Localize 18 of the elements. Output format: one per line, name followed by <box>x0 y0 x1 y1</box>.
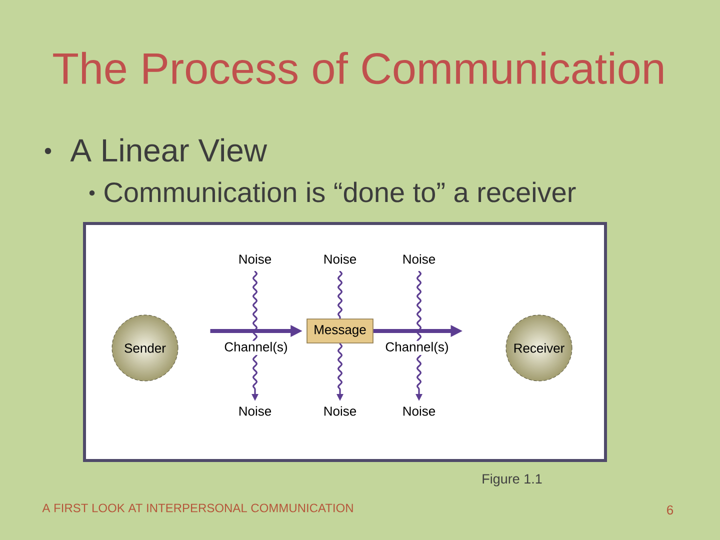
noise-label: Noise <box>239 254 272 264</box>
page-number: 6 <box>667 505 674 515</box>
bullet-text: A Linear View <box>70 138 268 162</box>
figure-caption: Figure 1.1 <box>482 474 542 486</box>
bullet-text: Communication is “done to” a receiver <box>104 182 576 202</box>
edge-label: Channel(s) <box>384 340 450 356</box>
wavy-line <box>338 270 342 319</box>
sphere-node: Sender <box>112 314 178 382</box>
footer-text: A FIRST LOOK AT INTERPERSONAL COMMUNICATION <box>42 504 353 512</box>
message-box: Message <box>306 318 374 344</box>
edge-label: Channel(s) <box>223 340 289 356</box>
noise-label: Noise <box>239 406 272 416</box>
noise-label: Noise <box>403 254 436 264</box>
noise-label: Noise <box>324 254 356 264</box>
sphere-node: Receiver <box>506 314 572 382</box>
noise-label: Noise <box>324 406 356 416</box>
slide-title: The Process of Communication <box>53 52 663 84</box>
noise-label: Noise <box>403 406 436 416</box>
